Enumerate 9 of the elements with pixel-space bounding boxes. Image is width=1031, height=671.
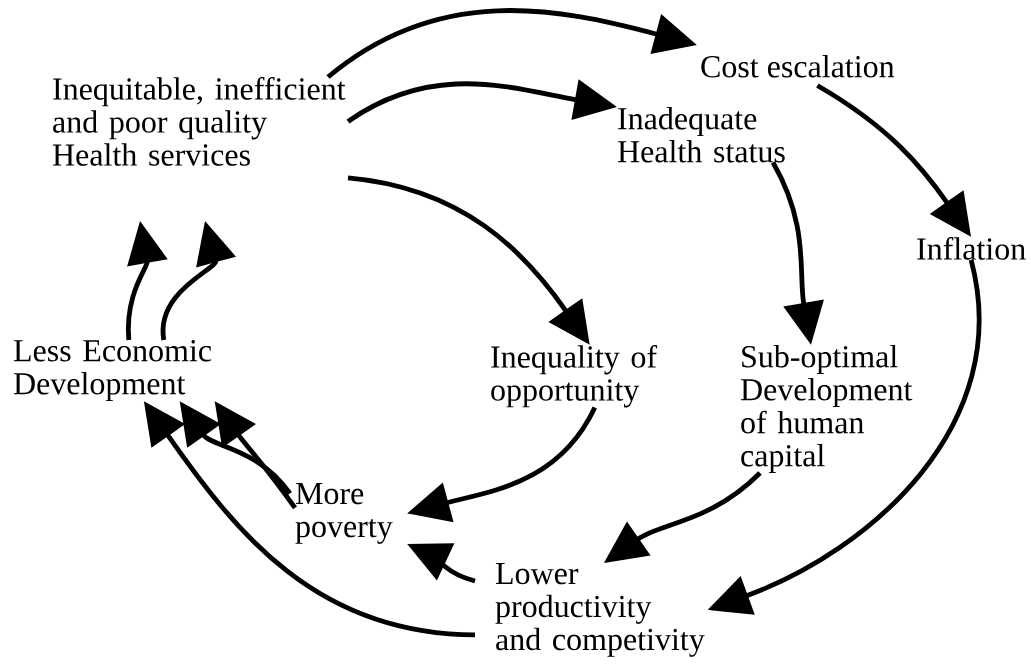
node-text: More poverty — [295, 483, 393, 544]
node-text: Less Economic Development — [13, 340, 212, 401]
node-text: Inflation — [917, 237, 1026, 260]
node-text: Lower productivity and competivity — [495, 563, 705, 657]
node-text: Sub-optimal Development of human capital — [740, 345, 913, 473]
node-text: Inadequate Health status — [617, 107, 785, 163]
node-text: Inequitable, inefficient and poor quality Health services — [52, 77, 346, 166]
node-text: Cost escalation — [701, 55, 895, 78]
node-text: Inequality of opportunity — [491, 345, 658, 408]
